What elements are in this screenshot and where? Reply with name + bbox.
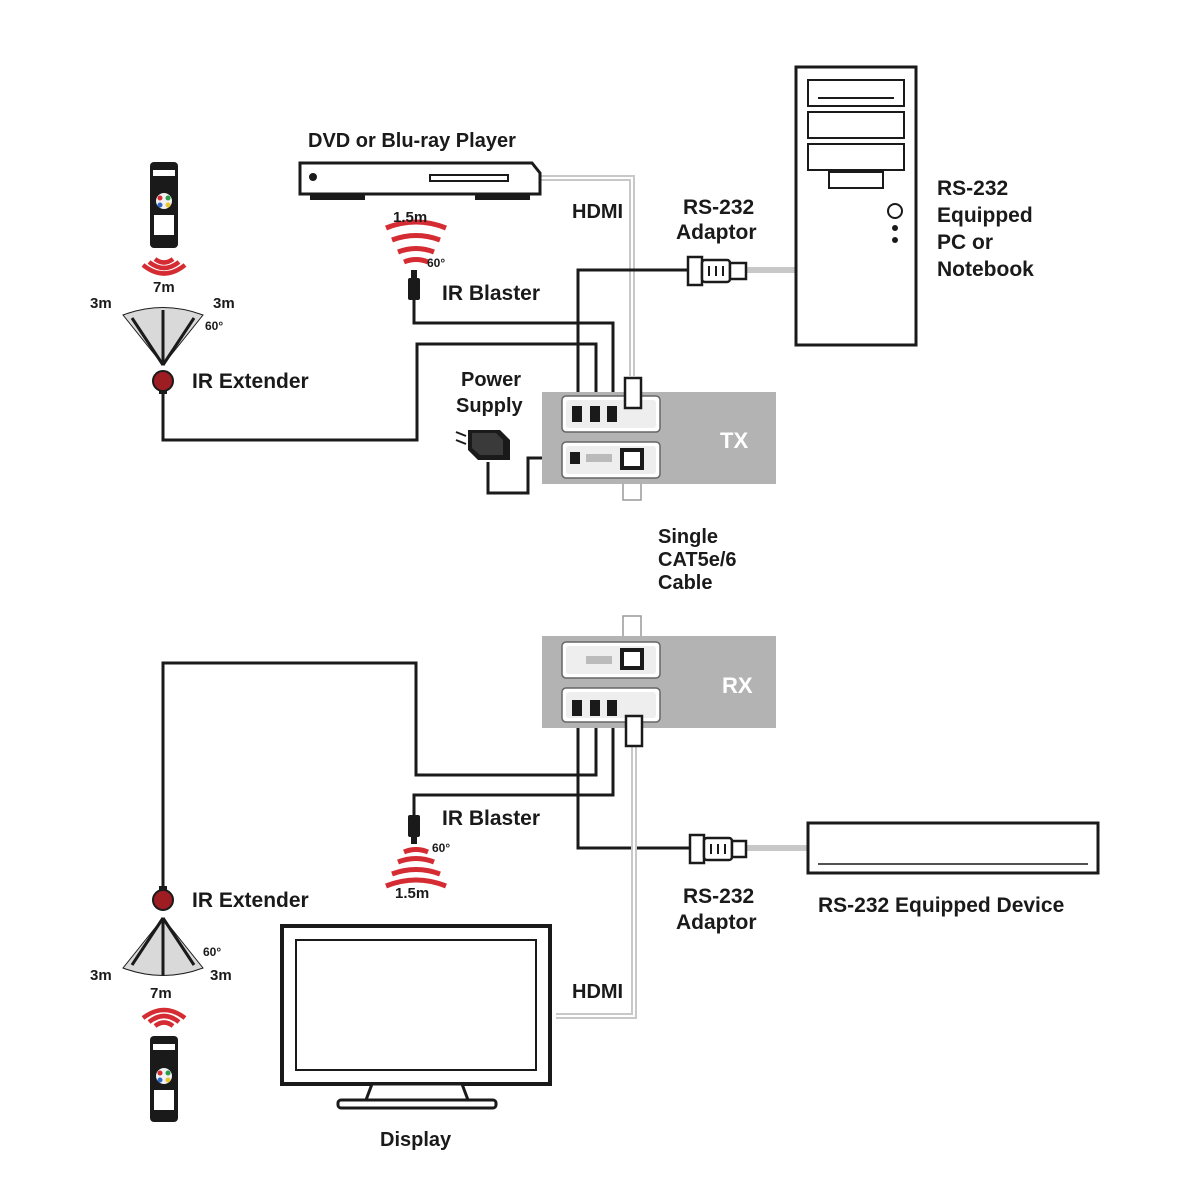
ir-extender-cable-top	[161, 342, 598, 442]
ir-blaster-bottom	[408, 815, 420, 844]
rx-label: RX	[722, 673, 753, 698]
pc-label-2: Equipped	[937, 204, 1033, 227]
angle-60-ext-top: 60°	[205, 319, 223, 333]
ir-extender-top-label: IR Extender	[192, 370, 309, 393]
ir-blaster-bottom-label: IR Blaster	[442, 807, 540, 830]
range-3m-left-top: 3m	[90, 295, 112, 312]
dvd-player	[298, 161, 542, 200]
rs232-device	[806, 821, 1100, 875]
ir-extender-cable-bottom	[161, 661, 598, 887]
ir-blaster-top	[408, 270, 420, 300]
rs232-cable-top	[576, 268, 688, 392]
power-supply-label-2: Supply	[456, 395, 524, 417]
ir-blaster-cable-top	[412, 300, 615, 392]
pc-label-4: Notebook	[937, 258, 1034, 281]
ir-extender-bottom-label: IR Extender	[192, 889, 309, 912]
power-supply-label-1: Power	[461, 369, 521, 391]
remote-control-bottom	[150, 1036, 178, 1122]
ir-extender-top	[152, 370, 174, 394]
ir-signal-remote-bottom	[141, 1007, 187, 1028]
range-3m-left-bottom: 3m	[90, 967, 112, 984]
power-adapter	[455, 430, 510, 460]
ir-signal-remote-top	[141, 257, 187, 276]
display-monitor	[280, 924, 552, 1110]
rs232-adaptor-top-label-1: RS-232	[683, 196, 754, 219]
ir-signal-blaster-top	[385, 219, 447, 265]
range-3m-right-bottom: 3m	[210, 967, 232, 984]
rs232-adaptor-bottom-label-2: Adaptor	[676, 911, 757, 934]
remote-control-top	[150, 162, 178, 248]
rs232-device-label: RS-232 Equipped Device	[818, 894, 1064, 917]
rs232-adaptor-top-label-2: Adaptor	[676, 221, 757, 244]
tx-label: TX	[720, 428, 748, 453]
hdmi-label-top: HDMI	[572, 201, 623, 223]
range-15m-bottom: 1.5m	[395, 885, 429, 902]
pc-label-3: PC or	[937, 231, 993, 254]
rs232-adaptor-top	[686, 255, 748, 287]
tx-unit	[542, 376, 776, 484]
rs232-adaptor-bottom	[688, 833, 748, 865]
hdmi-label-bottom: HDMI	[572, 981, 623, 1003]
cable-label-3: Cable	[658, 572, 712, 594]
pc-label-1: RS-232	[937, 177, 1008, 200]
range-7m-bottom: 7m	[150, 985, 172, 1002]
ir-signal-blaster-bottom	[385, 847, 447, 889]
rs232-cable-bottom	[576, 725, 690, 850]
cable-label-2: CAT5e/6	[658, 549, 737, 571]
angle-60-blaster-bottom: 60°	[432, 841, 450, 855]
ir-receive-cone-bottom	[122, 917, 204, 976]
range-7m-top: 7m	[153, 279, 175, 296]
range-15m-top: 1.5m	[393, 209, 427, 226]
dvd-player-label: DVD or Blu-ray Player	[308, 130, 516, 152]
cable-label-1: Single	[658, 526, 718, 548]
power-cable	[486, 456, 568, 495]
ir-blaster-cable-bottom	[412, 725, 615, 815]
ir-blaster-top-label: IR Blaster	[442, 282, 540, 305]
range-3m-right-top: 3m	[213, 295, 235, 312]
angle-60-blaster-top: 60°	[427, 256, 445, 270]
display-label: Display	[380, 1129, 452, 1151]
rx-unit	[542, 636, 776, 748]
ir-extender-bottom	[152, 886, 174, 911]
hdmi-cable-bottom	[556, 745, 637, 1019]
rs232-adaptor-bottom-label-1: RS-232	[683, 885, 754, 908]
angle-60-ext-bottom: 60°	[203, 945, 221, 959]
pc-tower	[794, 65, 918, 347]
ir-receive-cone-top	[122, 307, 204, 366]
